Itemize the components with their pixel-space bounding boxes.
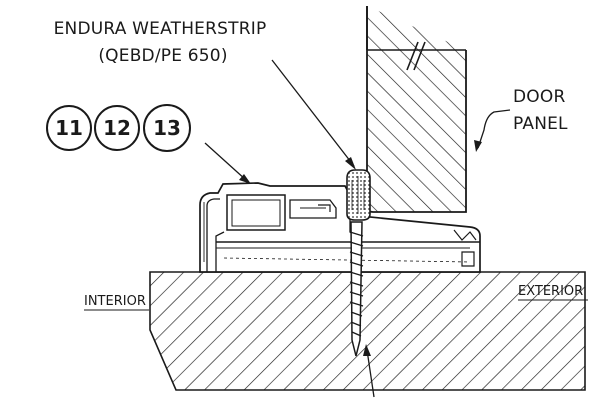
callout-12: 12	[103, 116, 131, 140]
screw-fastener	[349, 221, 364, 357]
threshold-profile	[199, 182, 481, 273]
door-label-line1: DOOR	[513, 87, 565, 107]
interior-label: INTERIOR	[84, 294, 146, 309]
weatherstrip-profile	[346, 169, 371, 221]
callout-circles: 11 12 13	[46, 104, 191, 152]
subfloor-section	[149, 271, 586, 391]
callout-13: 13	[153, 116, 181, 140]
callout-11: 11	[55, 116, 83, 140]
leader-lines	[204, 59, 511, 398]
door-label-line2: PANEL	[513, 114, 568, 134]
weatherstrip-label-line1: ENDURA WEATHERSTRIP	[54, 19, 267, 39]
door-panel-section	[366, 6, 467, 213]
exterior-label: EXTERIOR	[518, 284, 583, 299]
weatherstrip-label-line2: (QEBD/PE 650)	[98, 46, 227, 66]
